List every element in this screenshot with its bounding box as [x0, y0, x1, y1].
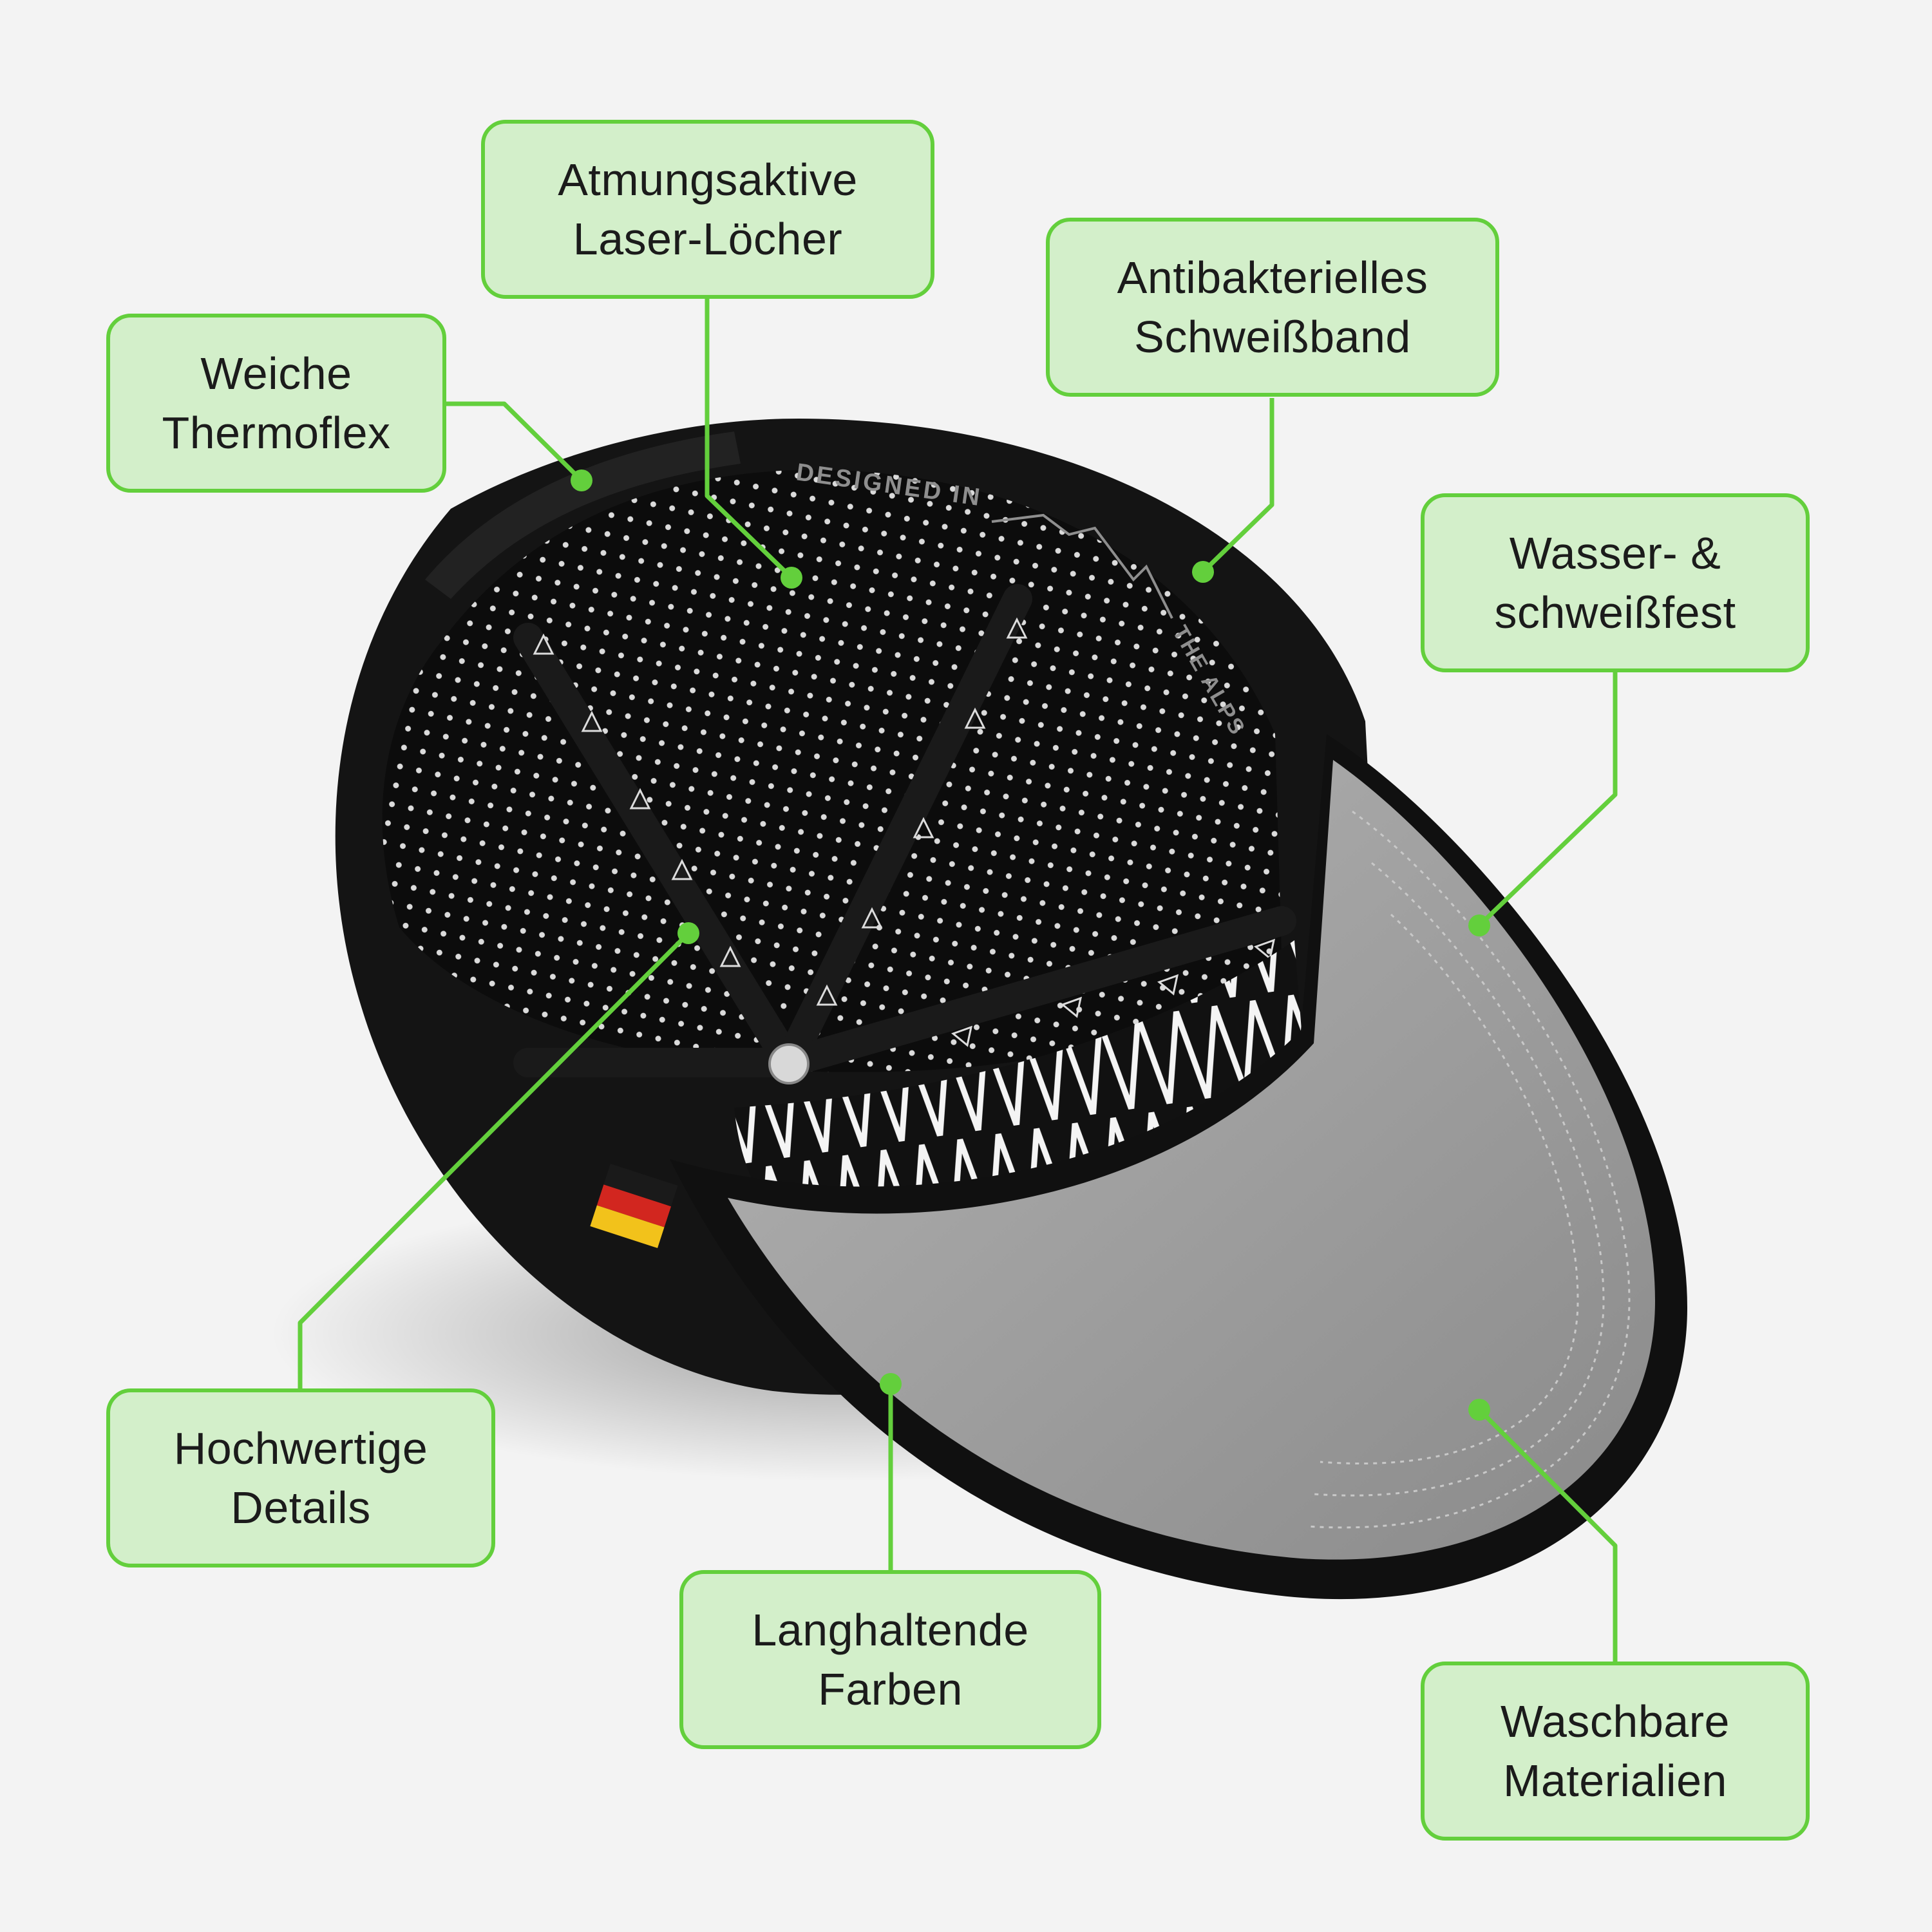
callout-schweissband: Antibakterielles Schweißband [1046, 218, 1499, 397]
callout-line: Wasser- & [1509, 528, 1721, 578]
flag-badge [590, 1163, 678, 1248]
callout-line: Thermoflex [162, 408, 391, 458]
callout-wasserfest: Wasser- & schweißfest [1421, 493, 1810, 672]
callout-line: Antibakterielles [1117, 252, 1428, 303]
callout-langhaltende-farben: Langhaltende Farben [679, 1570, 1101, 1749]
callout-line: Waschbare [1501, 1696, 1730, 1747]
seam-logos [533, 617, 1276, 1047]
top-button [768, 1043, 810, 1084]
callout-waschbare-materialien: Waschbare Materialien [1421, 1662, 1810, 1841]
brim-underside [728, 760, 1655, 1560]
callout-line: Schweißband [1134, 312, 1411, 362]
connector-dots [571, 469, 1490, 1421]
callout-line: Materialien [1503, 1756, 1727, 1806]
callout-line: Details [231, 1482, 371, 1533]
callout-laser-loecher: Atmungsaktive Laser-Löcher [481, 120, 934, 299]
callout-line: Laser-Löcher [573, 214, 843, 264]
back-strap [425, 431, 741, 599]
callout-line: schweißfest [1494, 587, 1736, 638]
callout-line: Hochwertige [173, 1423, 428, 1473]
callout-line: Farben [818, 1664, 963, 1714]
connector-lines [298, 298, 1618, 1663]
callout-hochwertige-details: Hochwertige Details [106, 1388, 495, 1567]
mountain-line-icon [991, 513, 1173, 619]
callout-line: Weiche [200, 348, 352, 399]
callout-line: Langhaltende [752, 1605, 1029, 1655]
brim-stitching [1307, 810, 1631, 1529]
callout-weiche-thermoflex: Weiche Thermoflex [106, 314, 446, 493]
callout-line: Atmungsaktive [558, 155, 858, 205]
